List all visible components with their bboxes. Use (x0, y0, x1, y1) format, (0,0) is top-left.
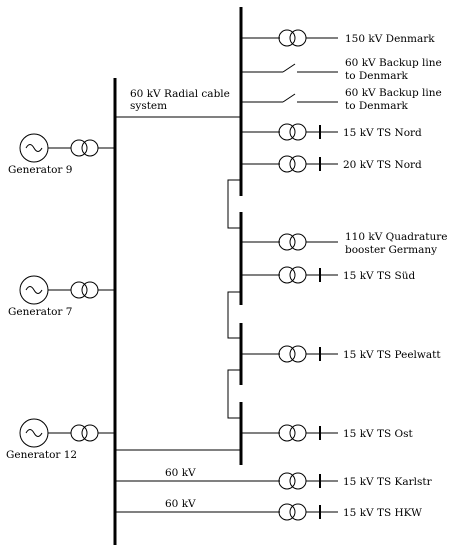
feeder-15kv-ts-hkw: 60 kV 15 kV TS HKW (115, 498, 422, 521)
generator-row: Generator 7 (8, 275, 115, 318)
switch-icon (282, 93, 296, 103)
feeder-20kv-ts-nord: 20 kV TS Nord (241, 155, 422, 173)
transformer-icon (278, 345, 296, 363)
radial-cable-label-line1: 60 kV Radial cable (130, 88, 230, 100)
transformer-icon (278, 503, 296, 521)
feeder-label: 150 kV Denmark (345, 33, 435, 45)
generator-row: Generator 12 (6, 418, 115, 461)
switch-icon (282, 63, 296, 73)
feeder-label: 15 kV TS Ost (343, 428, 414, 440)
radial-cable-label-line2: system (130, 100, 167, 112)
feeder-15kv-ts-sued: 15 kV TS Süd (241, 266, 415, 284)
transformer-icon (278, 472, 296, 490)
feeder-label: 15 kV TS HKW (343, 507, 422, 519)
feeder-label: 60 kV Backup line (345, 57, 442, 69)
feeder-backup-line-2: 60 kV Backup line to Denmark (241, 87, 442, 112)
transformer-icon (70, 281, 88, 299)
transformer-icon (278, 155, 296, 173)
feeder-label-line2: booster Germany (345, 244, 437, 256)
feeder-15kv-ts-peelwatt: 15 kV TS Peelwatt (241, 345, 441, 363)
transformer-icon (70, 139, 88, 157)
feeder-label: 15 kV TS Süd (343, 270, 415, 282)
transformer-icon (278, 266, 296, 284)
transformer-icon (278, 123, 296, 141)
transformer-icon (70, 424, 88, 442)
feeder-label: 15 kV TS Karlstr (343, 476, 433, 488)
generator-row: Generator 9 (8, 133, 115, 176)
feeder-15kv-ts-karlstr: 60 kV 15 kV TS Karlstr (115, 467, 433, 490)
transformer-icon (278, 424, 296, 442)
feeder-15kv-ts-nord: 15 kV TS Nord (241, 123, 422, 141)
feeder-voltage-label: 60 kV (165, 467, 196, 479)
feeder-label: 60 kV Backup line (345, 87, 442, 99)
feeder-label: 15 kV TS Peelwatt (343, 349, 441, 361)
feeder-label-line2: to Denmark (345, 70, 409, 82)
feeder-15kv-ts-ost: 15 kV TS Ost (241, 424, 414, 442)
feeder-label-line2: to Denmark (345, 100, 409, 112)
bus-coupler-1 (227, 179, 241, 229)
bus-coupler-2 (227, 291, 241, 339)
feeder-voltage-label: 60 kV (165, 498, 196, 510)
feeder-backup-line-1: 60 kV Backup line to Denmark (241, 57, 442, 82)
feeder-label: 15 kV TS Nord (343, 127, 422, 139)
transformer-icon (278, 233, 296, 251)
generator-label: Generator 7 (8, 306, 72, 318)
feeder-110kv-quadrature-booster: 110 kV Quadrature booster Germany (241, 231, 448, 256)
bus-coupler-3 (227, 369, 241, 419)
generator-label: Generator 9 (8, 164, 72, 176)
feeder-150kv-denmark: 150 kV Denmark (241, 29, 435, 47)
feeder-label: 110 kV Quadrature (345, 231, 448, 243)
transformer-icon (278, 29, 296, 47)
generator-label: Generator 12 (6, 449, 77, 461)
feeder-label: 20 kV TS Nord (343, 159, 422, 171)
